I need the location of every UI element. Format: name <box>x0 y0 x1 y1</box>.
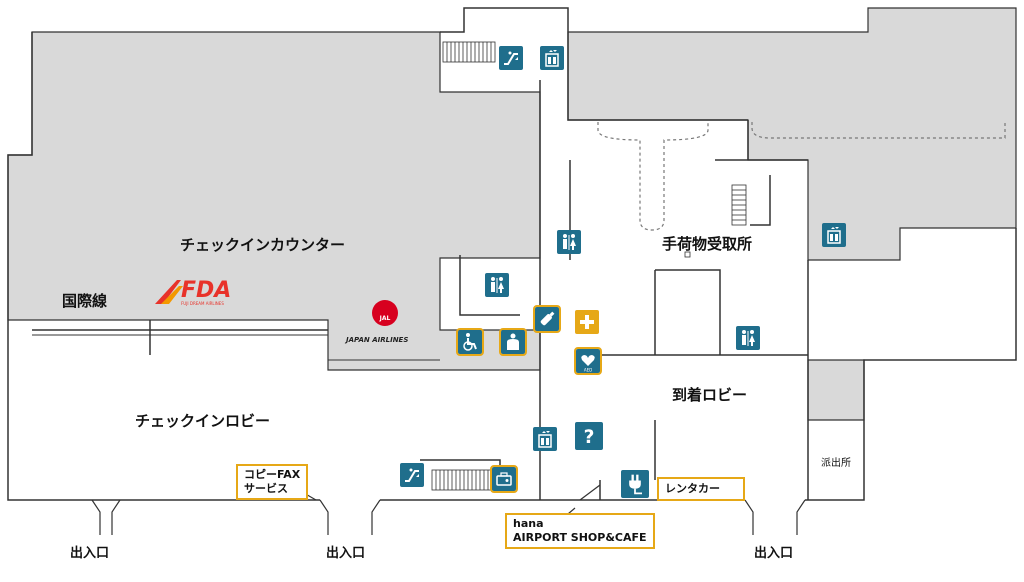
svg-text:?: ? <box>584 427 595 448</box>
wheelchair-icon <box>456 328 484 356</box>
jal-crane-icon: JAL <box>372 300 398 326</box>
airport-shop-box: hana AIRPORT SHOP&CAFE <box>505 513 655 549</box>
jal-mark: JAL <box>379 315 391 322</box>
arrival-lobby-label: 到着ロビー <box>672 386 748 404</box>
nursing-bottle-icon <box>533 305 561 333</box>
power-outlet-icon <box>621 470 649 498</box>
restroom-icon <box>485 273 509 297</box>
elevator-icon <box>822 223 846 247</box>
exit-label-left: 出入口 <box>70 546 110 561</box>
first-aid-icon <box>575 310 599 334</box>
jal-name: JAPAN AIRLINES <box>346 336 409 344</box>
fda-wing-icon <box>155 280 183 304</box>
outer-wall-left <box>7 32 92 501</box>
restroom-icon <box>736 326 760 350</box>
baggage-claim-label: 手荷物受取所 <box>662 235 753 253</box>
fda-subtitle: FUJI DREAM AIRLINES <box>181 301 224 306</box>
elevator-icon <box>540 46 564 70</box>
stairwell-top <box>440 7 569 33</box>
rental-car-label: レンタカー <box>665 482 720 495</box>
checkin-counter-area <box>7 31 541 371</box>
copy-fax-line1: コピーFAX <box>244 468 301 481</box>
elevator-icon <box>533 427 557 451</box>
svg-text:AED: AED <box>584 368 592 373</box>
rental-car-box: レンタカー <box>657 477 745 501</box>
copy-fax-line2: サービス <box>244 482 288 495</box>
carousel-right <box>751 122 1006 139</box>
international-label: 国際線 <box>62 292 108 310</box>
upper-right-area <box>567 7 1017 261</box>
checkin-counter-label: チェックインカウンター <box>180 236 346 254</box>
exit-label-center: 出入口 <box>326 546 366 561</box>
shop-line2: AIRPORT SHOP&CAFE <box>513 531 647 544</box>
exit-label-right: 出入口 <box>754 546 794 561</box>
information-icon: ? <box>575 422 603 450</box>
copy-fax-service-box: コピーFAX サービス <box>236 464 309 500</box>
police-area <box>807 359 865 421</box>
escalator-icon <box>400 463 424 487</box>
shop-line1: hana <box>513 517 544 530</box>
fda-logo: FDA FUJI DREAM AIRLINES <box>155 278 250 308</box>
aed-icon: AED <box>574 347 602 375</box>
family-room-icon <box>499 328 527 356</box>
police-box-label: 派出所 <box>821 458 851 469</box>
restroom-icon <box>557 230 581 254</box>
carousel-left <box>597 122 709 231</box>
luggage-icon <box>490 465 518 493</box>
fda-name: FDA <box>181 278 232 303</box>
escalator-icon <box>499 46 523 70</box>
checkin-lobby-label: チェックインロビー <box>135 412 271 430</box>
jal-logo: JAL JAPAN AIRLINES <box>342 300 432 348</box>
